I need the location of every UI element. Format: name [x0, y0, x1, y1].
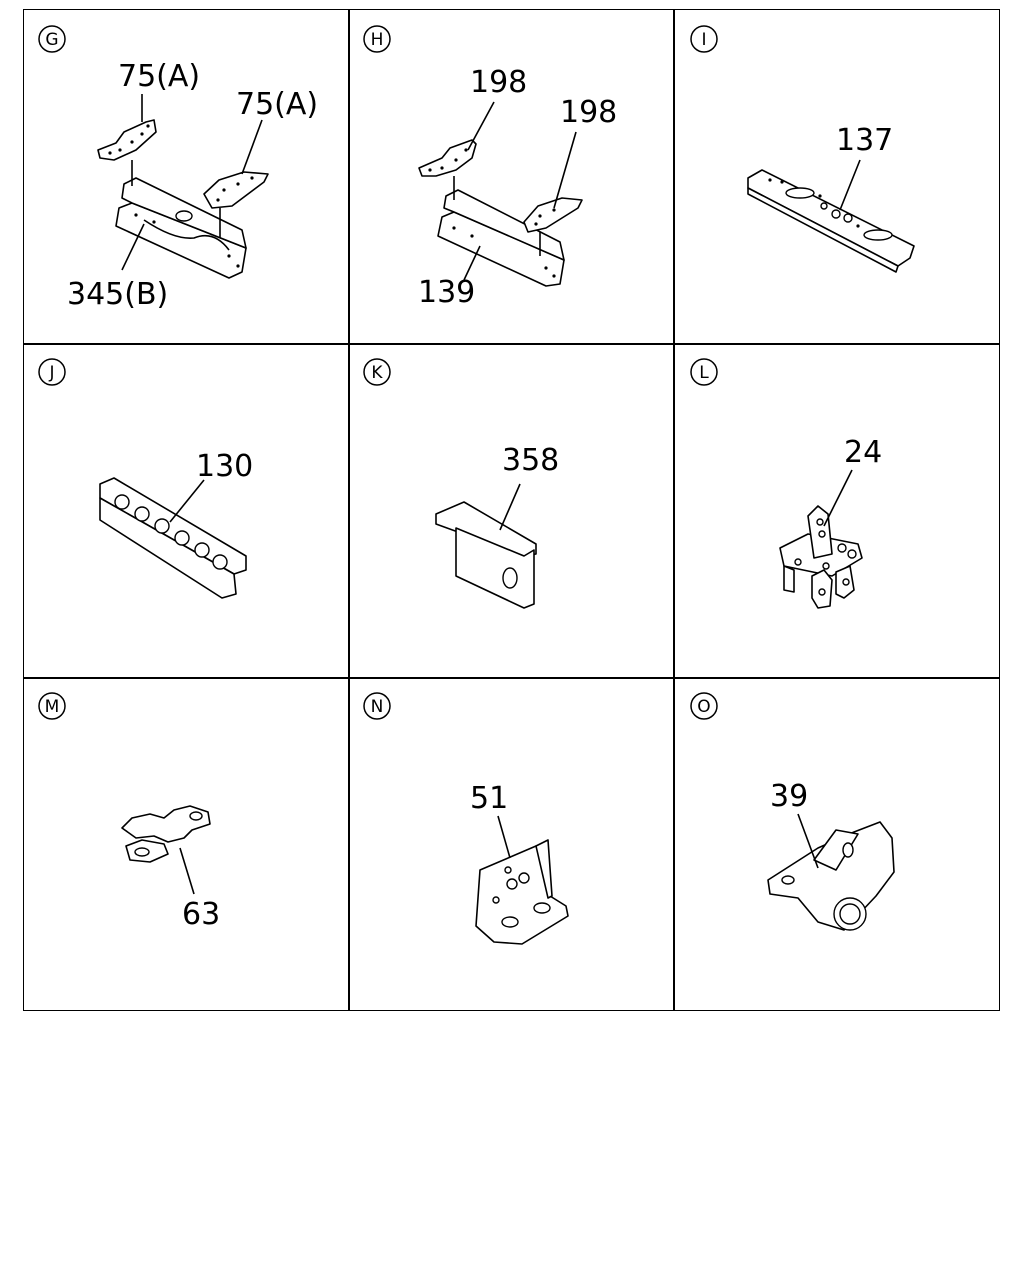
panel-k-id: K [371, 363, 383, 383]
part-label: 198 [560, 95, 617, 130]
grid-divider [673, 10, 675, 1010]
parts-diagram-drawing: G 75(A) 75(A) 345(B) [38, 25, 915, 945]
part-label: 139 [418, 275, 475, 310]
grid-divider [24, 677, 999, 679]
grid-divider [348, 10, 350, 1010]
grid-divider [24, 343, 999, 345]
part-label: 345(B) [67, 277, 168, 312]
part-label: 137 [836, 123, 893, 158]
panel-j-id: J [48, 363, 54, 383]
panel-m: M 63 [38, 692, 220, 932]
panel-l-id: L [699, 363, 709, 383]
part-label: 358 [502, 443, 559, 478]
part-label: 63 [182, 897, 220, 932]
panel-m-id: M [45, 697, 60, 717]
panel-o-id: O [697, 697, 710, 717]
panel-k: K 358 [363, 358, 559, 609]
part-label: 75(A) [118, 59, 200, 94]
part-label: 51 [470, 781, 508, 816]
parts-diagram-grid: G 75(A) 75(A) 345(B) [23, 9, 1000, 1011]
panel-n-id: N [371, 697, 384, 717]
panel-l: L 24 [690, 358, 882, 609]
part-label: 75(A) [236, 87, 318, 122]
panel-o: O 39 [690, 692, 895, 931]
panel-n: N 51 [363, 692, 569, 945]
panel-j: J 130 [38, 358, 253, 599]
panel-i-id: I [701, 30, 706, 50]
part-label: 24 [844, 435, 882, 470]
panel-i: I 137 [690, 25, 915, 273]
panel-g-id: G [45, 30, 58, 50]
panel-h: H 198 198 139 [363, 25, 617, 310]
part-label: 39 [770, 779, 808, 814]
panel-h-id: H [371, 30, 384, 50]
part-label: 198 [470, 65, 527, 100]
part-label: 130 [196, 449, 253, 484]
panel-g: G 75(A) 75(A) 345(B) [38, 25, 318, 312]
